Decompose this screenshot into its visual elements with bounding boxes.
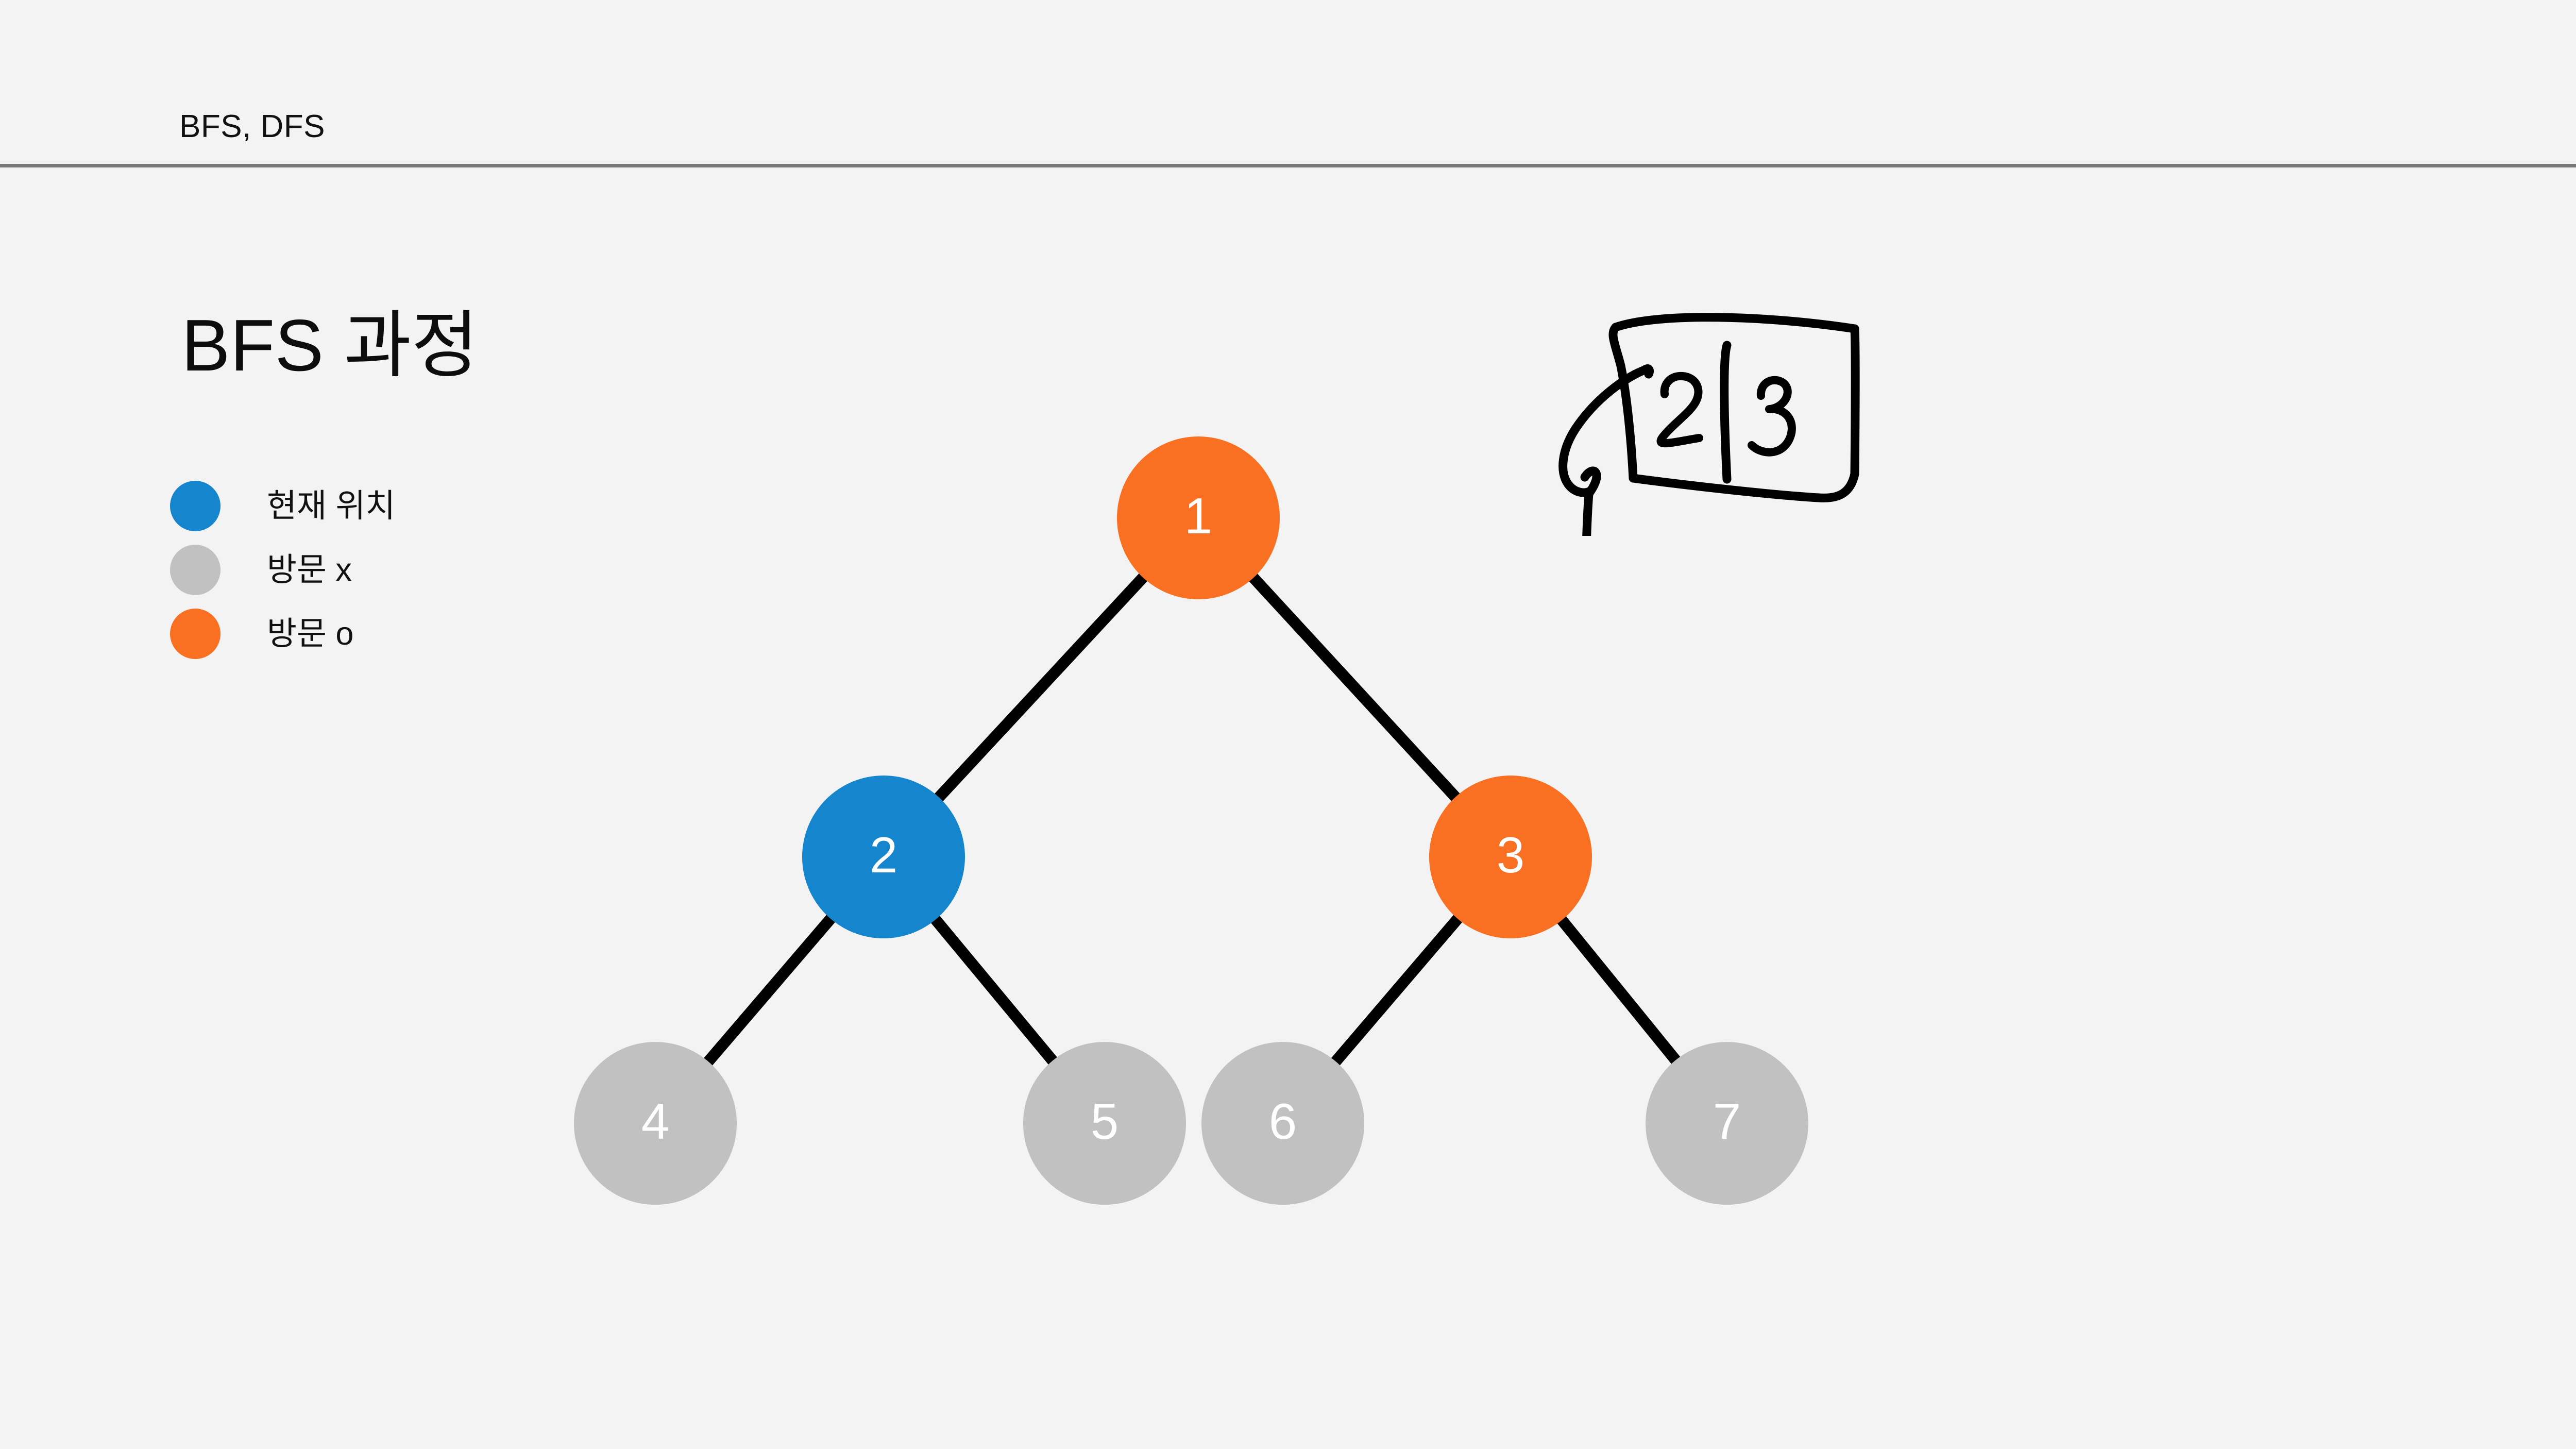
legend-item-current: 현재 위치 [170, 474, 582, 538]
legend-item-unvisited: 방문 x [170, 538, 582, 602]
tree-edge [928, 566, 1154, 808]
legend-item-label: 방문 x [267, 551, 352, 588]
queue-box-left [1608, 323, 1638, 483]
tree-edge [698, 907, 841, 1073]
handwritten-queue-annotation [1558, 313, 1860, 536]
page-title: BFS 과정 [181, 305, 479, 386]
queue-item-1-glyph [1748, 376, 1796, 457]
circle-icon [170, 545, 221, 595]
dequeue-arrow-barb [1580, 466, 1601, 498]
tree-edge [1325, 907, 1468, 1073]
tree-node-3[interactable]: 3 [1429, 776, 1592, 938]
queue-box-bottom [1629, 469, 1859, 502]
queue-cell-divider [1720, 341, 1732, 484]
legend: 현재 위치 방문 x 방문 o [170, 474, 582, 666]
slide-header: BFS, DFS [0, 0, 2576, 167]
tree-node-label: 7 [1713, 1093, 1741, 1150]
tree-node-5[interactable]: 5 [1023, 1042, 1186, 1205]
circle-icon [170, 609, 221, 659]
circle-icon [170, 481, 221, 531]
tree-node-label: 4 [641, 1093, 670, 1150]
tree-edge [1551, 908, 1686, 1072]
legend-item-label: 현재 위치 [267, 487, 396, 524]
tree-edge [1243, 566, 1466, 808]
tree-node-label: 3 [1496, 827, 1525, 883]
legend-item-visited: 방문 o [170, 602, 582, 666]
legend-item-label: 방문 o [267, 615, 354, 652]
tree-node-2[interactable]: 2 [802, 776, 965, 938]
queue-box-top [1611, 313, 1859, 333]
tree-edge [925, 908, 1063, 1072]
tree-node-label: 6 [1268, 1093, 1297, 1150]
tree-node-6[interactable]: 6 [1201, 1042, 1364, 1205]
header-divider [0, 164, 2576, 167]
tree-node-label: 5 [1090, 1093, 1119, 1150]
dequeue-arrow-curve [1558, 365, 1649, 497]
tree-node-4[interactable]: 4 [574, 1042, 737, 1205]
tree-node-7[interactable]: 7 [1646, 1042, 1808, 1205]
header-title: BFS, DFS [179, 109, 326, 144]
dequeue-arrow-tip [1640, 364, 1654, 379]
tree-node-1[interactable]: 1 [1117, 436, 1280, 599]
tree-node-label: 2 [869, 827, 898, 883]
dequeue-arrow-tail [1582, 489, 1594, 536]
tree-node-label: 1 [1184, 487, 1213, 544]
queue-item-0-glyph [1656, 372, 1703, 448]
